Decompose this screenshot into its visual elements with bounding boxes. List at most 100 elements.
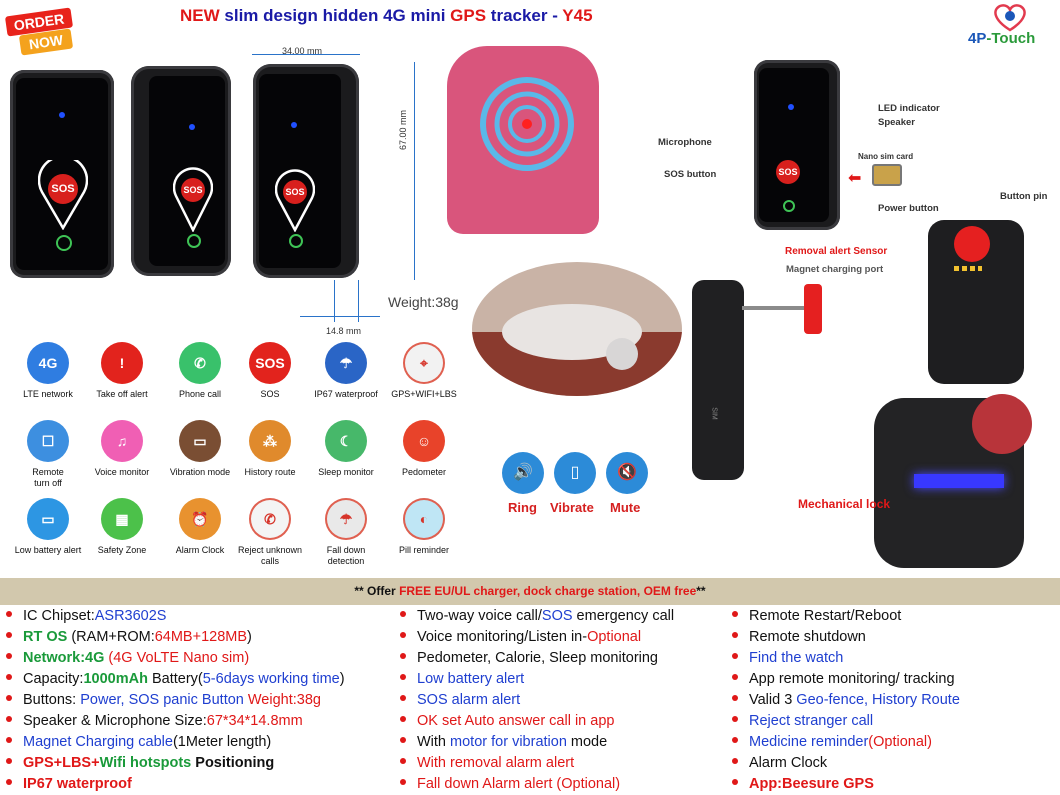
feature-6: ☐Remote turn off [13, 420, 83, 489]
spec-low-battery: Low battery alert [400, 669, 674, 690]
callout-speaker: Speaker [878, 117, 915, 128]
feature-11: ☺ Pedometer [389, 420, 459, 478]
feature-icon: ☾ [325, 420, 367, 462]
offer-banner: ** Offer FREE EU/UL charger, dock charge… [0, 578, 1060, 605]
sos-pin-icon [275, 169, 315, 232]
device-back-image [928, 220, 1024, 384]
feature-icon: ▦ [101, 498, 143, 540]
thickness-dimension: 14.8 mm [326, 326, 362, 336]
title-part: slim design hidden 4G mini [219, 6, 451, 25]
width-dimension: 34.00 mm [282, 46, 323, 56]
feature-icon: ▭ [27, 498, 69, 540]
offer-suffix: ** [696, 584, 706, 598]
feature-4: ☂ IP67 waterproof [311, 342, 381, 400]
spec-fall-alarm: Fall down Alarm alert (Optional) [400, 774, 674, 795]
feature-label: Safety Zone [97, 545, 147, 555]
ring-label: Ring [508, 500, 537, 515]
spec-app-monitoring: App remote monitoring/ tracking [732, 669, 960, 690]
feature-icon: ♫ [101, 420, 143, 462]
feature-icon: ✆ [179, 342, 221, 384]
feature-label: Take off alert [96, 389, 148, 399]
feature-label: History route [244, 467, 296, 477]
feature-icon: ▭ [179, 420, 221, 462]
brand-logo: 4P-Touch [968, 2, 1056, 54]
feature-17: ◐Pill reminder [389, 498, 459, 556]
button-pin-shaft [742, 306, 808, 310]
offer-prefix: ** Offer [354, 584, 400, 598]
thickness-line-left [334, 280, 335, 322]
spec-voice-call: Two-way voice call/SOS emergency call [400, 606, 674, 627]
feature-7: ♫ Voice monitor [87, 420, 157, 478]
spec-buttons: Buttons: Power, SOS panic Button Weight:… [6, 690, 345, 711]
spec-find-watch: Find the watch [732, 648, 960, 669]
spec-column-1: IC Chipset:ASR3602S RT OS (RAM+ROM:64MB+… [6, 606, 345, 795]
lock-pin-head [972, 394, 1032, 454]
callout-magnet-port: Magnet charging port [786, 264, 884, 275]
feature-label: Vibration mode [169, 467, 231, 477]
feature-label: GPS+WIFI+LBS [391, 389, 457, 399]
feature-label: Pedometer [401, 467, 447, 477]
charging-pins [954, 266, 982, 271]
sos-button: SOS [48, 174, 78, 204]
callout-nano-sim: Nano sim card [858, 152, 914, 161]
height-dimension: 67.00 mm [398, 109, 408, 150]
sim-card-icon [872, 164, 902, 186]
callout-sos: SOS button [664, 169, 717, 180]
callout-removal-sensor: Removal alert Sensor [785, 246, 888, 257]
title-part: tracker - [486, 6, 563, 25]
callout-mechanical-lock: Mechanical lock [798, 497, 891, 511]
feature-icon: SOS [249, 342, 291, 384]
power-icon [289, 234, 303, 248]
spec-alarm-clock: Alarm Clock [732, 753, 960, 774]
feature-5: ⌖ GPS+WIFI+LBS [389, 342, 459, 400]
school-bag-image [447, 46, 599, 234]
feature-label: Sleep monitor [318, 467, 374, 477]
weight-label: Weight:38g [388, 294, 459, 310]
heart-logo-icon [994, 4, 1026, 32]
device-callout-image: SOS [754, 60, 840, 230]
height-dimension-line [414, 62, 415, 280]
feature-icon: ◐ [403, 498, 445, 540]
spec-positioning: GPS+LBS+Wifi hotspots Positioning [6, 753, 345, 774]
feature-label: Reject unknown calls [237, 545, 303, 566]
spec-os: RT OS (RAM+ROM:64MB+128MB) [6, 627, 345, 648]
feature-label: IP67 waterproof [314, 389, 378, 399]
spec-chipset: IC Chipset:ASR3602S [6, 606, 345, 627]
fallen-person-icon [472, 304, 682, 396]
device-dimension-image: SOS [253, 64, 359, 278]
feature-8: ▭ Vibration mode [165, 420, 235, 478]
spec-sos-alarm: SOS alarm alert [400, 690, 674, 711]
spec-size: Speaker & Microphone Size:67*34*14.8mm [6, 711, 345, 732]
feature-13: ▦ Safety Zone [87, 498, 157, 556]
feature-14: ⏰Alarm Clock [165, 498, 235, 556]
led-indicator [59, 112, 65, 118]
brand-name: 4P-Touch [968, 30, 1035, 47]
feature-label: Voice monitor [94, 467, 150, 477]
sim-slot-label: SIM [710, 407, 718, 420]
device-side-image: SIM [692, 280, 744, 480]
feature-label: LTE network [23, 389, 73, 399]
ring-icon: 🔊 [502, 452, 544, 494]
spec-charging: Magnet Charging cable(1Meter length) [6, 732, 345, 753]
feature-icon: ⁂ [249, 420, 291, 462]
spec-app: App:Beesure GPS [732, 774, 960, 795]
feature-icon: 4G [27, 342, 69, 384]
led-indicator [788, 104, 794, 110]
spec-vibration: With motor for vibration mode [400, 732, 674, 753]
power-icon [783, 200, 795, 212]
callout-power: Power button [878, 203, 939, 214]
order-now-badge[interactable]: ORDER NOW [4, 7, 78, 56]
feature-9: ⁂ History route [235, 420, 305, 478]
title-model: Y45 [562, 6, 593, 25]
feature-icon: ☺ [403, 420, 445, 462]
feature-icon: ☂ [325, 342, 367, 384]
spec-column-3: Remote Restart/Reboot Remote shutdown Fi… [732, 606, 960, 795]
lock-highlight [914, 474, 1004, 488]
feature-icon: ☐ [27, 420, 69, 462]
power-icon [56, 235, 72, 251]
feature-icon: ⌖ [403, 342, 445, 384]
width-dimension-line [252, 54, 360, 55]
feature-label: Alarm Clock [175, 545, 225, 555]
button-pin-head [804, 284, 822, 334]
